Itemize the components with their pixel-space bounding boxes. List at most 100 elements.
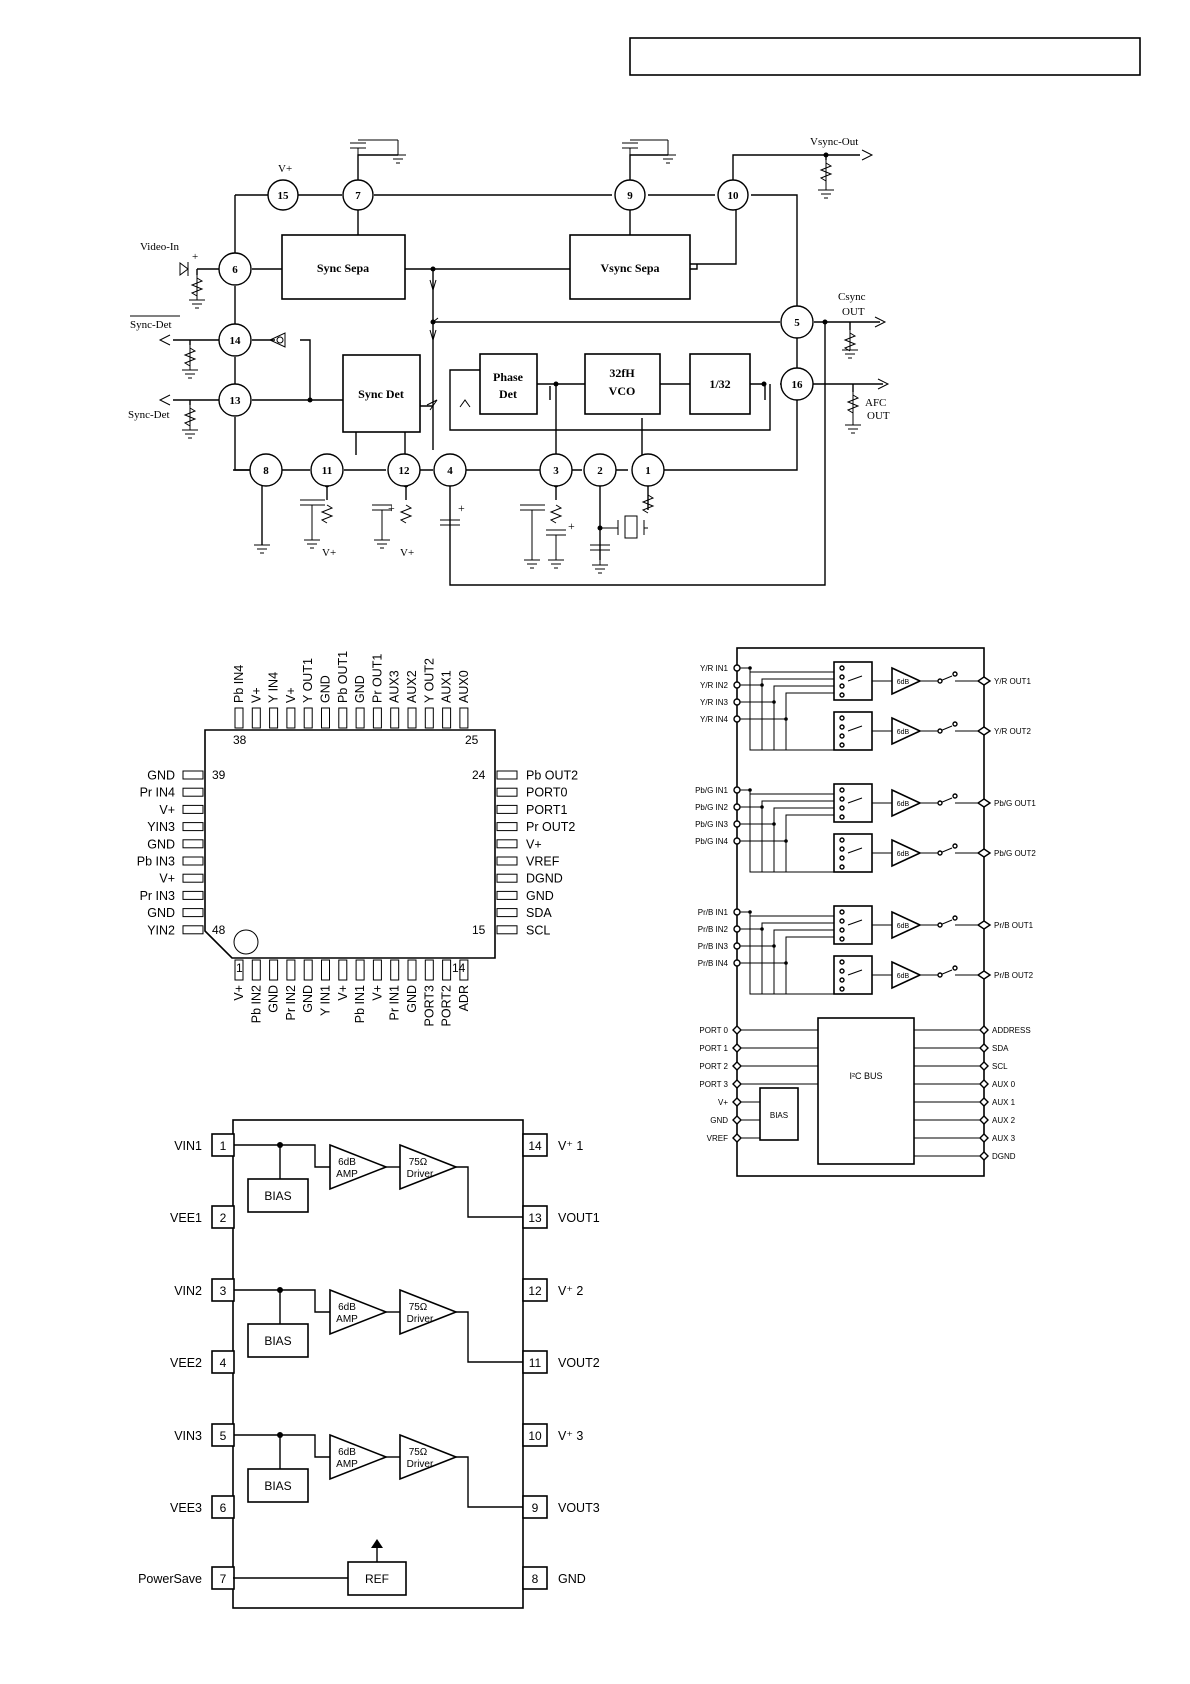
qfp-bottom-pad: [442, 959, 452, 981]
switch-input-pin: [733, 681, 741, 689]
switch-input-pin: [733, 715, 741, 723]
qfp-left-pin-label: GND: [147, 769, 175, 783]
qfp-left-pad: [182, 925, 204, 935]
qfp-bottom-pin-label: V+: [336, 985, 350, 1001]
qfp-top-pad: [269, 707, 279, 729]
qfp-top-pad: [459, 707, 469, 729]
switch-input-label: Pb/G IN3: [695, 820, 728, 829]
header-box: [629, 37, 1141, 76]
switch-input-label: Pb/G IN2: [695, 803, 728, 812]
switch-right-ctrl-pin: [979, 1115, 989, 1125]
qfp-right-pad: [496, 770, 518, 780]
qfp-bottom-pin-label: GND: [301, 985, 315, 1013]
switch-left-ctrl-pin: [732, 1079, 742, 1089]
switch-left-ctrl-label: PORT 2: [699, 1062, 728, 1071]
sync-pin-11: 11: [310, 453, 344, 487]
qfp-top-pad: [286, 707, 296, 729]
switch-amp-triangle: [891, 788, 922, 818]
sync-pin-15: 15: [267, 179, 299, 211]
qfp-top-pin-label: GND: [319, 675, 333, 703]
divider-block: [689, 353, 751, 415]
qfp-right-pad: [496, 787, 518, 797]
switch-right-ctrl-label: AUX 0: [992, 1080, 1016, 1089]
sync-sepa-label: Sync Sepa: [317, 261, 369, 275]
sync-det-out-label: Sync-Det: [128, 409, 170, 421]
driver-left-pin-num: 5: [220, 1429, 227, 1443]
switch-right-ctrl-pin: [979, 1043, 989, 1053]
svg-text:3: 3: [553, 465, 559, 477]
switch-amp-triangle: [891, 910, 922, 940]
qfp-top-pad: [234, 707, 244, 729]
switch-input-pin: [733, 942, 741, 950]
phase-det-label-1: Phase: [493, 370, 524, 384]
sync-pin-2: 2: [583, 453, 617, 487]
switch-right-ctrl-label: DGND: [992, 1152, 1016, 1161]
driver-right-pin-name: VOUT1: [558, 1211, 600, 1225]
vplus-bottom-2-label: V+: [400, 547, 414, 559]
switch-amp-label: 6dB: [897, 679, 910, 686]
driver-amp-label-2: AMP: [336, 1459, 358, 1470]
qfp-bottom-pin-label: Pb IN1: [353, 985, 367, 1023]
switch-amp-triangle: [891, 960, 922, 990]
driver-right-pin-num: 13: [528, 1211, 542, 1225]
qfp-right-pin-label: PORT0: [526, 786, 567, 800]
sync-pin-13: 13: [218, 383, 252, 417]
qfp-left-pad: [182, 770, 204, 780]
driver-right-pin: [522, 1566, 548, 1590]
switch-left-ctrl-label: V+: [718, 1098, 728, 1107]
driver-right-pin-name: VOUT2: [558, 1356, 600, 1370]
qfp-left-pin-label: Pr IN3: [140, 889, 175, 903]
sync-pin-14: 14: [218, 323, 252, 357]
qfp-left-pad: [182, 873, 204, 883]
switch-right-ctrl-pin: [979, 1079, 989, 1089]
driver-amp-label-2: AMP: [336, 1314, 358, 1325]
qfp-right-pad: [496, 925, 518, 935]
switch-left-ctrl-pin: [732, 1133, 742, 1143]
qfp-right-pad: [496, 822, 518, 832]
qfp-top-pad: [442, 707, 452, 729]
qfp-right-pad: [496, 873, 518, 883]
qfp-bottom-pad: [407, 959, 417, 981]
switch-left-ctrl-label: GND: [710, 1116, 728, 1125]
phase-det-block: [479, 353, 538, 415]
i2c-bus-block: [817, 1017, 915, 1165]
switch-amp-triangle: [891, 716, 922, 746]
vplus-bottom-1-label: V+: [322, 547, 336, 559]
divider-label: 1/32: [709, 377, 730, 391]
qfp-bottom-pad: [303, 959, 313, 981]
qfp-left-pad: [182, 839, 204, 849]
vplus-top-label: V+: [278, 163, 292, 175]
sync-pin-3: 3: [539, 453, 573, 487]
svg-text:6: 6: [232, 264, 238, 276]
qfp-top-pad: [251, 707, 261, 729]
plus-sign-3: +: [568, 519, 575, 533]
switch-input-label: Y/R IN3: [700, 698, 729, 707]
sync-det-label: Sync Det: [358, 387, 404, 401]
qfp-right-pin-label: SCL: [526, 923, 550, 937]
switch-bias-block: [759, 1087, 799, 1141]
qfp-bottom-pin-label: GND: [267, 985, 281, 1013]
qfp-top-pad: [321, 707, 330, 729]
qfp-bottom-pad: [338, 959, 348, 981]
switch-right-ctrl-pin: [979, 1025, 989, 1035]
driver-right-pin-name: V⁺ 1: [558, 1139, 583, 1153]
switch-amp-label: 6dB: [897, 973, 910, 980]
qfp-left-pin-label: YIN2: [147, 923, 175, 937]
driver-right-pin-num: 9: [532, 1501, 539, 1515]
switch-left-ctrl-pin: [732, 1043, 742, 1053]
qfp-bottom-pin-label: PORT2: [440, 985, 454, 1026]
switch-amp-triangle: [891, 666, 922, 696]
sync-sepa-block: [281, 234, 406, 300]
driver-right-pin-num: 14: [528, 1139, 542, 1153]
switch-left-ctrl-label: PORT 0: [699, 1026, 728, 1035]
qfp-right-pin-label: Pb OUT2: [526, 769, 578, 783]
switch-left-ctrl-pin: [732, 1097, 742, 1107]
switch-input-pin: [733, 959, 741, 967]
driver-bias-label: BIAS: [264, 1189, 291, 1203]
driver-right-pin-num: 11: [529, 1356, 542, 1370]
switch-right-ctrl-label: SDA: [992, 1044, 1009, 1053]
driver-left-pin-name: VIN3: [174, 1429, 202, 1443]
driver-left-pin: [211, 1350, 235, 1374]
qfp-bottom-pad: [355, 959, 365, 981]
